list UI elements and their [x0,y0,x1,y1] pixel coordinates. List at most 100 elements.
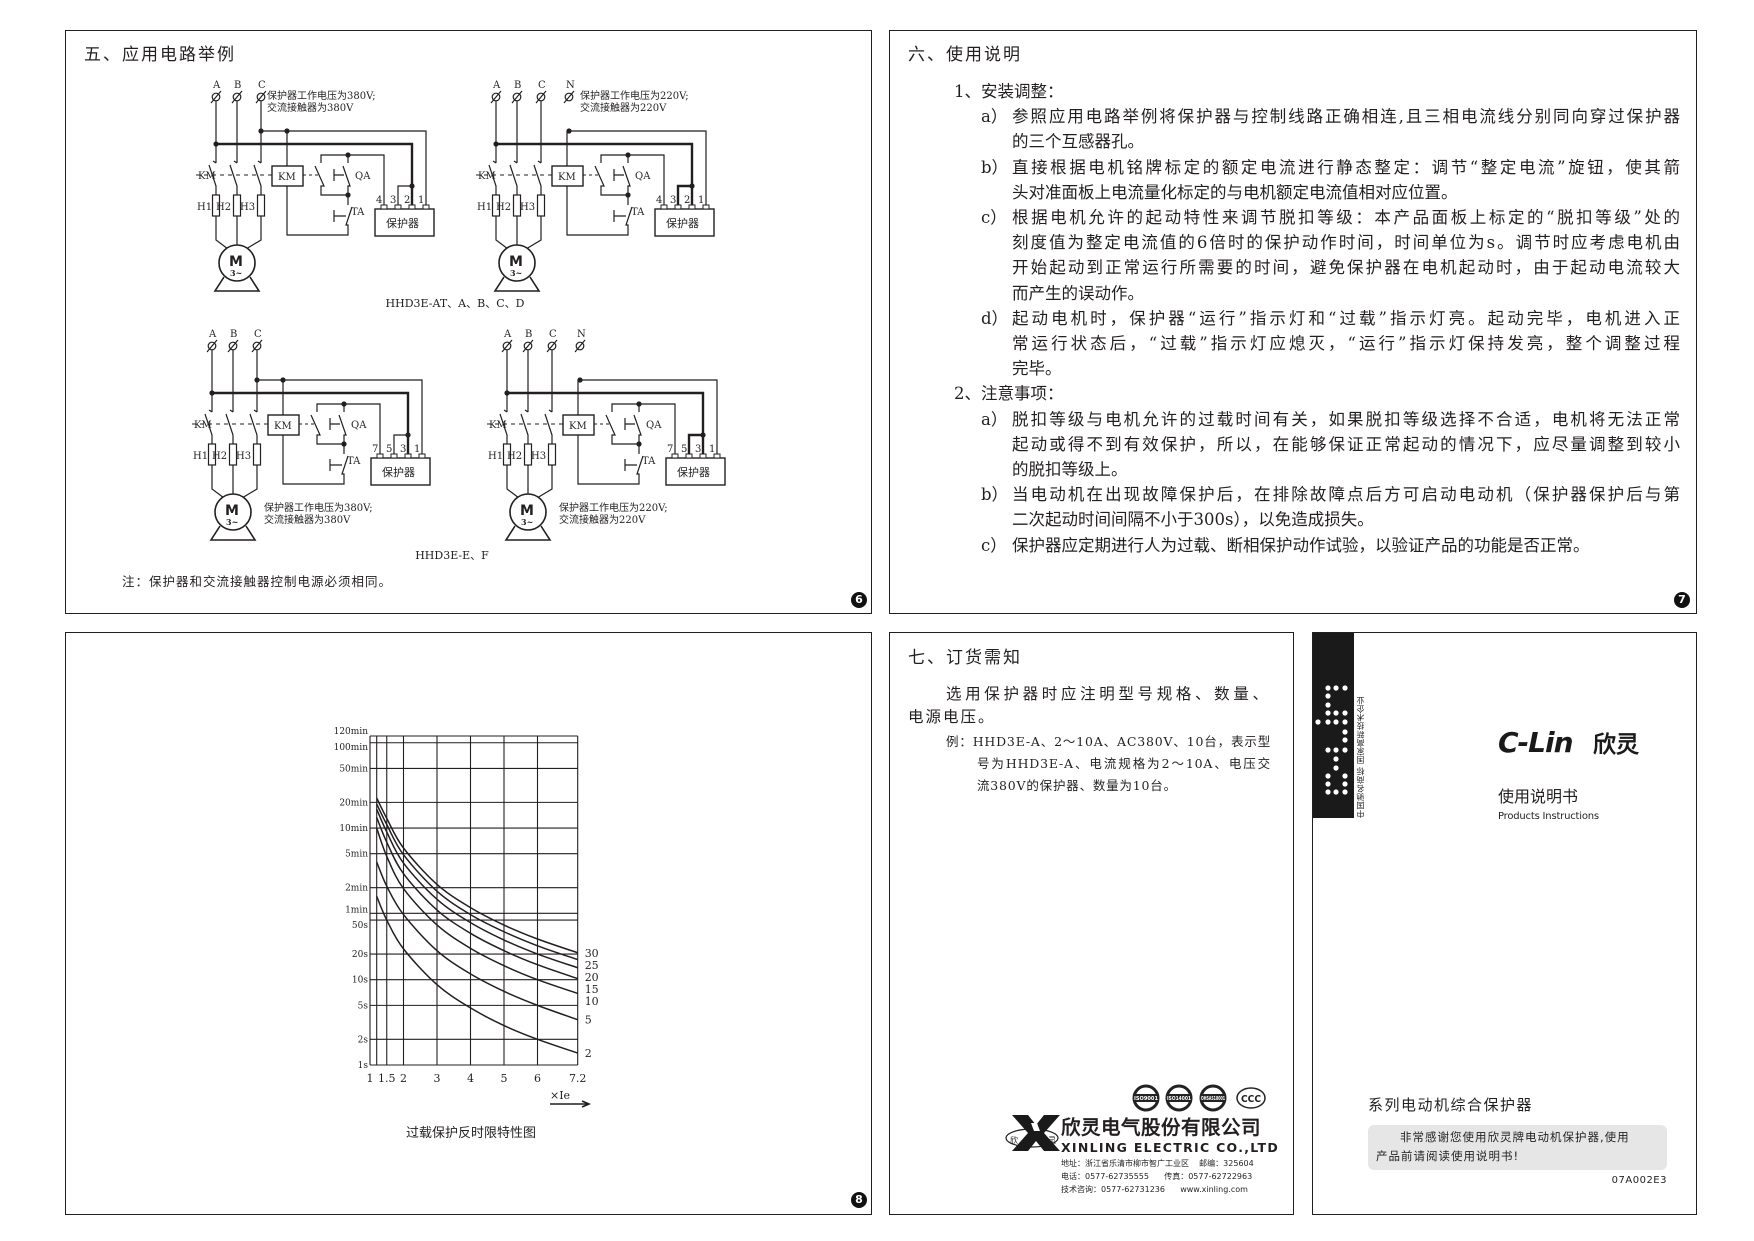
junction-dot [577,377,583,383]
x-tick-label: 6 [534,1072,541,1085]
body-line: 电源电压。 [908,708,996,726]
x-tick-label: 7.2 [569,1072,587,1085]
voltage-note: 交流接触器为380V [264,513,351,526]
logo-dot [1342,747,1348,753]
item-line: 而产生的误动作。 [1012,283,1144,303]
push-buttons [333,169,346,222]
phase-label: C [549,329,557,340]
y-tick-label: 1min [345,905,368,915]
motor-sub: 3~ [510,268,522,278]
motor-icon [218,244,256,282]
y-tick-label: 50min [339,764,368,774]
item-line: 常运行状态后，“过载”指示灯应熄灭，“运行”指示灯保持发亮，整个调整过程 [1012,334,1680,354]
item-line: 根据电机允许的起动特性来调节脱扣等级：本产品面板上标定的“脱扣等级”处的 [1012,208,1680,228]
fuse-icon [512,194,522,217]
control-supply-wire [257,379,423,457]
item-label: b） [981,157,1009,177]
instruction-item: c）保护器应定期进行人为过载、断相保护动作试验，以验证产品的功能是否正常。 [954,533,1680,558]
sensor-label: H1 [488,451,503,462]
junction-dot [280,377,286,383]
push-buttons [329,418,342,471]
km-label: KM [478,171,496,182]
phase-wire [509,101,518,249]
series-label: 30 [585,947,599,960]
phase-wire [488,101,509,250]
motor-label: M [509,254,523,270]
y-tick-label: 100min [334,743,369,753]
phase-label: A [212,80,221,91]
sensor-label: H2 [216,202,231,213]
trip-curve-5 [376,861,578,1021]
phase-wire [520,350,529,498]
junction-dot [636,441,642,447]
terminal-icon [491,92,501,102]
protector-terminal [688,204,696,210]
junction-dot [213,141,219,147]
item-line: 参照应用电路举例将保护器与控制线路正确相连,且三相电流线分别同向穿过保护器 [1012,107,1680,127]
y-tick-label: 5s [358,1001,369,1011]
junction-dot [625,152,631,158]
protector-label: 保护器 [382,465,415,479]
trip-curve-25 [376,803,578,961]
fuse-icon [547,443,557,466]
trip-curve-30 [376,797,578,954]
control-supply-wire [569,130,707,208]
fuse-icon [228,443,238,466]
logo-dot [1342,773,1348,779]
logo-dot [1333,789,1339,795]
terminal-number: 5 [681,444,687,455]
fuse-icon [523,443,533,466]
fuse-icon [502,443,512,466]
x-tick-label: 3 [434,1072,441,1085]
junction-dot [341,441,347,447]
logo-dot [1315,719,1321,725]
terminal-slash [574,339,586,353]
company-phone: 电话：0577-62735555 传真：0577-62722963 [1061,1172,1253,1181]
body-line: 选用保护器时应注明型号规格、数量、 [946,685,1270,703]
junction-dot [504,390,510,396]
sensor-label: H3 [520,202,535,213]
item-line: 的三个互感器孔。 [1012,132,1144,152]
phase-label: A [208,329,217,340]
sensor-label: H2 [507,451,522,462]
brand-strip [1313,633,1354,818]
motor-icon [509,493,547,531]
brand-logo: C-Lin [1498,726,1574,759]
qa-label: QA [646,420,662,431]
voltage-note: 交流接触器为380V [267,101,354,114]
section-title: 七、订货需知 [908,648,1022,668]
ta-label: TA [351,207,365,218]
phase-label: B [514,80,521,91]
terminal-number: 1 [418,195,424,206]
instruction-item: c）根据电机允许的起动特性来调节脱扣等级：本产品面板上标定的“脱扣等级”处的刻度… [954,205,1680,306]
terminal-icon [211,92,221,102]
protector-box [370,457,431,486]
jumper-wire [687,433,703,457]
coil-label: KM [558,172,576,183]
motor-base [213,276,261,292]
sensor-label: H3 [236,451,251,462]
terminal-slash [563,90,575,104]
terminal-icon [536,92,546,102]
emblem-char: 灵 [1048,1136,1056,1145]
trip-curve-10 [375,827,578,995]
thanks-box: 非常感谢您使用欣灵牌电动机保护器,使用 产品前请阅读使用说明书! [1368,1125,1667,1170]
terminal-number: 1 [709,444,715,455]
phase-label: C [254,329,262,340]
terminal-icon [547,341,557,351]
junction-dot [409,183,415,189]
terminal-icon [256,92,266,102]
motor-label: M [520,503,534,519]
document-code: 07A002E3 [1611,1175,1667,1186]
instruction-item: b）当电动机在出现故障保护后，在排除故障点后方可启动电动机（保护器保护后与第二次… [954,482,1680,532]
protector-box [665,457,726,486]
voltage-note: 保护器工作电压为220V; [580,89,689,102]
phase-label: B [230,329,237,340]
km-label: KM [489,420,507,431]
sensor-label: H2 [496,202,511,213]
terminal-number: 3 [670,195,676,206]
item-line: 开始起动到正常运行所需要的时间，避免保护器在电机起动时，由于起动电流较大 [1012,258,1680,278]
section-title: 五、应用电路举例 [84,45,236,65]
